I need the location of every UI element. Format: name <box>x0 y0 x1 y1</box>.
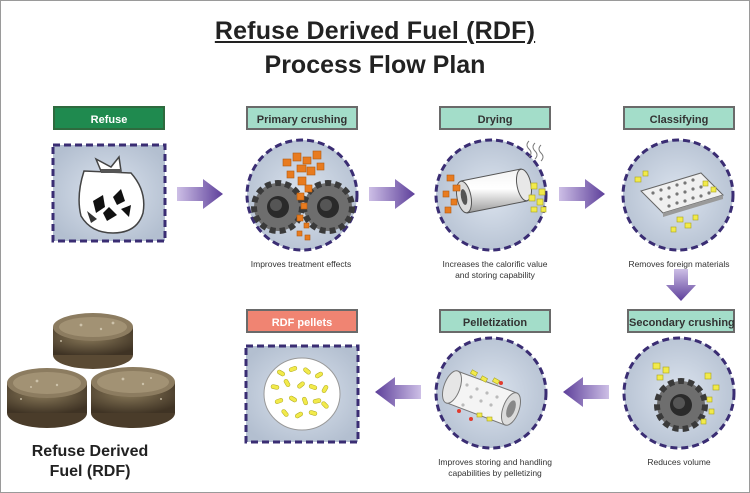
garbage-bag-icon <box>78 155 145 234</box>
flow-arrow-right-3 <box>559 179 605 209</box>
step-label-refuse: Refuse <box>53 106 165 130</box>
sieve-screen-icon <box>640 172 724 217</box>
rdf-pellet-left <box>7 368 87 428</box>
step-desc-pelletization: Improves storing and handling capabiliti… <box>419 457 571 479</box>
rdf-product-caption: Refuse Derived Fuel (RDF) <box>1 442 179 482</box>
rdf-caption-line2: Fuel (RDF) <box>49 463 131 480</box>
steam-icon <box>526 140 544 162</box>
step-desc-classifying: Removes foreign materials <box>628 259 730 269</box>
refuse-tile <box>51 143 167 243</box>
gear-icon <box>301 180 355 234</box>
secondary-crushing-tile <box>622 336 736 450</box>
pelletization-tile <box>434 336 548 450</box>
rdf-caption-line1: Refuse Derived <box>31 443 149 460</box>
pellet-die-icon <box>441 370 522 426</box>
sorted-fragments <box>634 170 717 233</box>
primary-crushing-tile <box>245 138 359 252</box>
dryer-drum-icon <box>455 168 533 214</box>
step-desc-drying-line2: and storing capability <box>455 270 535 280</box>
diagram-title: Refuse Derived Fuel (RDF) <box>214 17 536 45</box>
step-label-primary-crushing: Primary crushing <box>246 106 358 130</box>
rdf-pellet-right <box>91 367 175 428</box>
step-desc-drying: Increases the calorific value and storin… <box>419 259 571 281</box>
flow-arrow-left-2 <box>375 377 421 407</box>
step-desc-drying-line1: Increases the calorific value <box>442 259 548 269</box>
step-label-drying: Drying <box>439 106 551 130</box>
step-desc-pelletization-line1: Improves storing and handling <box>438 457 552 467</box>
step-label-pelletization: Pelletization <box>439 309 551 333</box>
gear-icon <box>251 180 305 234</box>
rdf-pellets-photo <box>7 313 175 428</box>
gear-icon <box>654 378 708 432</box>
diagram-subtitle: Process Flow Plan <box>264 51 486 79</box>
crushed-fragments <box>652 362 720 425</box>
step-label-secondary-crushing: Secondary crushing <box>627 309 735 333</box>
pellet-markers <box>457 381 503 421</box>
flow-arrow-down <box>666 269 696 301</box>
flow-arrow-left-1 <box>563 377 609 407</box>
pellet-pile <box>270 366 329 419</box>
rdf-pellets-tile <box>244 344 360 444</box>
flow-arrow-right-1 <box>177 179 223 209</box>
rdf-pellet-back <box>53 313 133 369</box>
pellet-feed <box>469 369 501 422</box>
dried-fragments <box>528 182 547 213</box>
wet-fragments <box>442 174 461 214</box>
step-label-rdf-pellets: RDF pellets <box>246 309 358 333</box>
step-label-classifying: Classifying <box>623 106 735 130</box>
drying-tile <box>434 138 548 252</box>
waste-fragments <box>282 150 325 241</box>
classifying-tile <box>621 138 735 252</box>
step-desc-pelletization-line2: capabilities by pelletizing <box>448 468 542 478</box>
step-desc-secondary-crushing: Reduces volume <box>647 457 711 467</box>
flow-arrow-right-2 <box>369 179 415 209</box>
step-desc-primary-crushing: Improves treatment effects <box>250 259 352 269</box>
